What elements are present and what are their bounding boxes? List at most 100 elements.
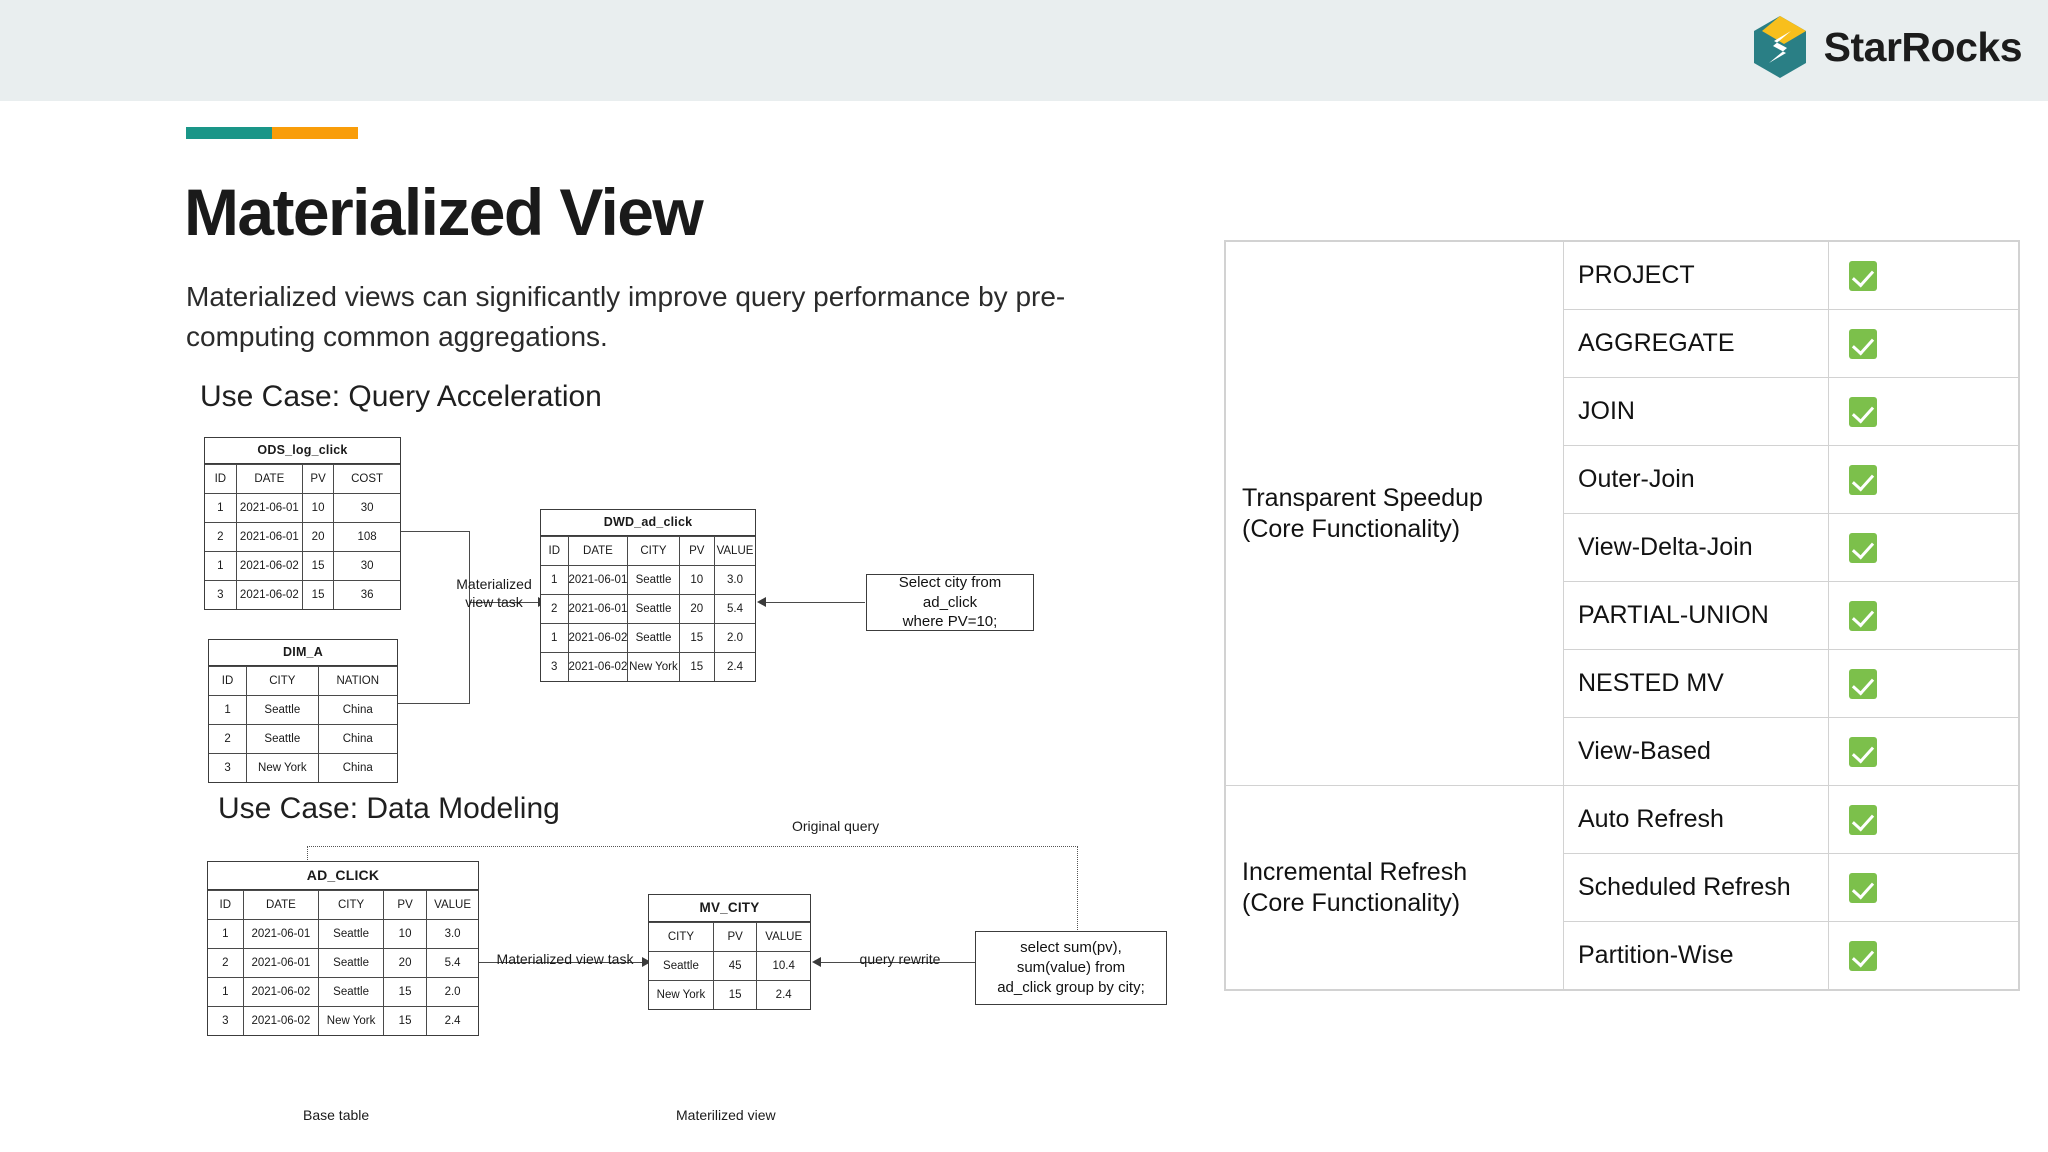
table-cell: 2 <box>541 594 569 624</box>
column-header: DATE <box>235 464 303 494</box>
table-cell: Seattle <box>627 565 680 595</box>
label-materialized-view-task-1: Materialized view task <box>438 575 550 611</box>
feature-name: Partition-Wise <box>1563 921 1829 990</box>
table-cell: 2.4 <box>426 1006 478 1035</box>
table-cell: China <box>317 724 397 754</box>
dotted-original-query-right-down <box>1077 846 1078 932</box>
column-header: DATE <box>567 536 629 566</box>
column-header: NATION <box>317 666 397 696</box>
connector-query-to-mv <box>815 962 975 964</box>
table-cell: 15 <box>382 1006 428 1035</box>
table-cell: 3.0 <box>713 565 755 595</box>
feature-name: PROJECT <box>1563 241 1829 310</box>
table-cell: 2021-06-01 <box>242 919 320 949</box>
table-cell: Seattle <box>318 948 384 978</box>
feature-support-cell <box>1828 853 2019 922</box>
header-band <box>0 0 2048 101</box>
check-mark-icon <box>1849 329 1877 360</box>
column-header: PV <box>301 464 335 494</box>
table-cell: 3 <box>205 580 237 609</box>
check-mark-icon <box>1849 737 1877 768</box>
table-cell: 30 <box>333 551 400 581</box>
table-cell: 1 <box>541 565 569 595</box>
column-header: CITY <box>246 666 319 696</box>
table-cell: 2021-06-02 <box>567 652 629 681</box>
table-cell: 5.4 <box>426 948 478 978</box>
caption-base-table: Base table <box>303 1107 370 1123</box>
check-mark-icon <box>1849 533 1877 564</box>
feature-name: AGGREGATE <box>1563 309 1829 378</box>
arrow-to-dwd-left-icon <box>757 597 766 607</box>
feature-support-cell <box>1828 717 2019 786</box>
table-cell: Seattle <box>318 977 384 1007</box>
feature-row: Partition-Wise <box>1226 921 2019 990</box>
group-label-line1: Incremental Refresh <box>1242 857 1468 886</box>
check-mark-icon <box>1849 805 1877 836</box>
feature-support-cell <box>1828 513 2019 582</box>
table-cell: 1 <box>541 623 569 653</box>
feature-group-label: Incremental Refresh(Core Functionality) <box>1225 785 1564 990</box>
feature-matrix-table: Transparent Speedup(Core Functionality)P… <box>1225 241 2019 990</box>
table-cell: 2021-06-02 <box>235 580 303 609</box>
table-cell: 3 <box>208 1006 244 1035</box>
accent-bar-orange <box>272 127 358 139</box>
starrocks-logo-icon <box>1753 16 1806 78</box>
arrow-to-mv-left-icon <box>812 957 821 967</box>
table-cell: 36 <box>333 580 400 609</box>
check-mark-icon <box>1849 941 1877 972</box>
table-cell: 3.0 <box>426 919 478 949</box>
usecase-heading-data-modeling: Use Case: Data Modeling <box>218 792 560 825</box>
table-cell: 5.4 <box>713 594 755 624</box>
feature-name: Auto Refresh <box>1563 785 1829 854</box>
accent-bar <box>186 127 358 139</box>
feature-support-matrix: Transparent Speedup(Core Functionality)P… <box>1224 240 2020 991</box>
column-header: COST <box>333 464 400 494</box>
table-cell: 1 <box>209 695 248 725</box>
table-cell: New York <box>318 1006 384 1035</box>
table-title: MV_CITY <box>649 895 810 922</box>
table-cell: 2021-06-01 <box>567 594 629 624</box>
feature-row: View-Delta-Join <box>1226 513 2019 582</box>
check-mark-icon <box>1849 397 1877 428</box>
usecase-heading-query-acceleration: Use Case: Query Acceleration <box>200 380 602 413</box>
feature-row: Outer-Join <box>1226 445 2019 514</box>
table-cell: Seattle <box>246 724 319 754</box>
table-cell: 15 <box>678 652 715 681</box>
table-title: DIM_A <box>209 640 397 666</box>
table-cell: 2 <box>205 522 237 552</box>
page-title: Materialized View <box>184 175 704 249</box>
feature-support-cell <box>1828 377 2019 446</box>
check-mark-icon <box>1849 465 1877 496</box>
feature-support-cell <box>1828 445 2019 514</box>
table-cell: 10 <box>678 565 715 595</box>
table-cell: 2021-06-02 <box>235 551 303 581</box>
caption-materialized-view: Materilized view <box>676 1107 776 1123</box>
feature-row: View-Based <box>1226 717 2019 786</box>
column-header: PV <box>382 890 428 920</box>
sql-box-select-city: Select city from ad_click where PV=10; <box>866 574 1034 631</box>
connector-dim-out <box>398 703 470 705</box>
feature-support-cell <box>1828 649 2019 718</box>
dotted-original-query-horizontal <box>307 846 1078 847</box>
table-cell: New York <box>649 980 714 1009</box>
sql-line-2: sum(value) from <box>1016 959 1126 977</box>
check-mark-icon <box>1849 601 1877 632</box>
table-cell: 15 <box>382 977 428 1007</box>
feature-support-cell <box>1828 581 2019 650</box>
table-cell: 15 <box>678 623 715 653</box>
feature-name: View-Delta-Join <box>1563 513 1829 582</box>
table-cell: China <box>317 695 397 725</box>
table-cell: 1 <box>208 977 244 1007</box>
table-cell: 20 <box>678 594 715 624</box>
